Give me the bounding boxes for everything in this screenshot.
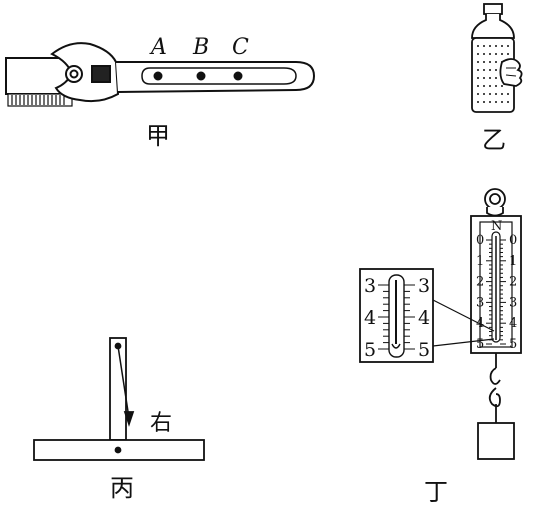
caption-bing: 丙 xyxy=(110,474,134,502)
point-a-dot xyxy=(153,71,163,81)
zoom-number-left: 4 xyxy=(364,307,376,329)
zoom-number-right: 4 xyxy=(418,307,430,329)
bottle-neck xyxy=(471,14,515,39)
point-a-label: A xyxy=(149,35,167,60)
zoom-ticks xyxy=(378,284,415,350)
point-b-label: B xyxy=(192,35,209,60)
scale-number-right: 4 xyxy=(509,316,517,331)
scale-number-left: 0 xyxy=(476,233,484,248)
zoom-number-left: 3 xyxy=(364,275,376,297)
main-ticks xyxy=(486,239,506,345)
figure-yi-bottle xyxy=(471,3,523,113)
scale-number-left: 3 xyxy=(476,295,484,310)
unit-label: N xyxy=(491,219,502,234)
scale-number-left: 4 xyxy=(476,316,484,331)
scale-number-right: 1 xyxy=(509,254,517,269)
thread-base xyxy=(7,93,73,107)
plumb-bob-arrow xyxy=(123,411,135,427)
handle-slot xyxy=(141,67,297,85)
plumb-string xyxy=(117,345,130,419)
zoom-line-bottom xyxy=(432,338,495,347)
wrench-handle xyxy=(116,61,316,93)
zoom-line-top xyxy=(432,299,495,332)
figure-ding-spring-scale xyxy=(359,188,522,460)
point-c-label: C xyxy=(232,35,249,60)
zoom-scale-labels: 3 3 4 4 5 5 xyxy=(364,275,430,361)
figure-bing-plumb xyxy=(33,337,205,461)
scale-number-right: 2 xyxy=(509,275,517,290)
caption-ding: 丁 xyxy=(424,478,448,506)
zoom-number-left: 5 xyxy=(364,339,376,361)
direction-label-right: 右 xyxy=(150,411,172,436)
hanging-weight xyxy=(477,422,515,460)
caption-jia: 甲 xyxy=(146,122,170,150)
main-scale-labels: 0 0 1 1 2 2 3 3 4 4 5 5 xyxy=(476,233,517,352)
zoom-number-right: 3 xyxy=(418,275,430,297)
zoom-number-right: 5 xyxy=(418,339,430,361)
hook-icon xyxy=(489,367,501,385)
scale-number-left: 5 xyxy=(476,337,484,352)
base-mark xyxy=(114,446,122,454)
figure-jia-wrench xyxy=(5,42,316,107)
worm-gear xyxy=(91,65,111,83)
scale-number-right: 0 xyxy=(509,233,517,248)
plumb-stand xyxy=(109,337,127,441)
point-b-dot xyxy=(196,71,206,81)
point-c-dot xyxy=(233,71,243,81)
scale-number-right: 3 xyxy=(509,295,517,310)
hand-icon xyxy=(499,58,523,87)
scale-number-left: 1 xyxy=(476,254,484,269)
scale-number-left: 2 xyxy=(476,275,484,290)
bottle-cap xyxy=(483,3,503,15)
scale-number-right: 5 xyxy=(509,337,517,352)
water-pattern xyxy=(477,45,509,103)
caption-yi: 乙 xyxy=(482,126,506,154)
